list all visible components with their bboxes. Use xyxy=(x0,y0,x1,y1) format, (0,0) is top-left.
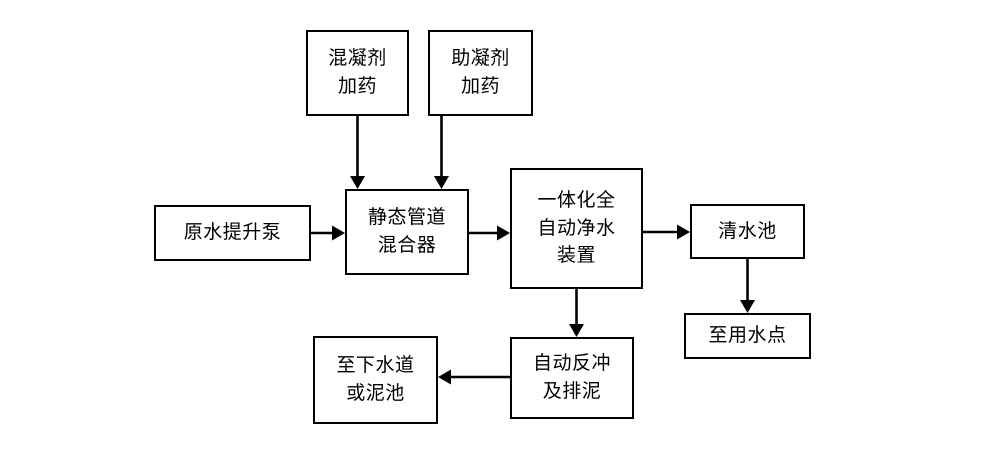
flow-edge-backwash-to-sewer xyxy=(438,369,510,385)
arrowhead-icon xyxy=(434,176,449,189)
arrowhead-icon xyxy=(569,324,584,337)
arrowhead-icon xyxy=(438,369,451,385)
flow-node-coagulant-dosing: 混凝剂加药 xyxy=(306,30,409,116)
arrowhead-icon xyxy=(497,225,510,241)
flow-node-label: 混凝剂 xyxy=(328,47,387,70)
arrowhead-icon xyxy=(332,225,345,241)
flow-node-auto-backwash-sludge-discharge: 自动反冲及排泥 xyxy=(510,337,634,419)
flow-edge-purifier-to-clean-water-tank xyxy=(643,224,690,240)
arrowhead-icon xyxy=(740,300,755,313)
flow-node-label: 至下水道 xyxy=(336,354,415,377)
flow-node-static-pipe-mixer: 静态管道混合器 xyxy=(345,189,469,275)
flow-node-label: 原水提升泵 xyxy=(183,221,282,244)
flow-node-label: 清水池 xyxy=(718,219,777,242)
flow-node-raw-water-lift-pump: 原水提升泵 xyxy=(154,205,311,261)
flow-edge-purifier-to-backwash xyxy=(569,289,584,337)
flow-node-label: 或泥池 xyxy=(346,382,405,404)
flow-edge-pump-to-mixer xyxy=(311,225,345,241)
flow-node-label: 加药 xyxy=(460,75,500,97)
flow-node-label: 一体化全 xyxy=(537,189,616,212)
flow-node-label: 混合器 xyxy=(377,234,437,256)
flow-node-to-sewer-or-sludge-pond: 至下水道或泥池 xyxy=(313,336,438,424)
flow-node-label: 助凝剂 xyxy=(451,47,510,70)
flow-edge-flocculant-to-mixer xyxy=(434,116,449,189)
arrowhead-icon xyxy=(350,176,365,189)
flow-node-label: 静态管道 xyxy=(367,206,446,229)
flow-edge-coagulant-to-mixer xyxy=(350,116,365,189)
flow-node-label: 自动净水 xyxy=(537,216,616,239)
flow-node-label: 装置 xyxy=(556,244,596,267)
flow-node-label: 至用水点 xyxy=(708,324,787,347)
flow-node-clean-water-tank: 清水池 xyxy=(690,204,805,259)
flow-node-integrated-auto-water-purifier: 一体化全自动净水装置 xyxy=(510,168,643,289)
flow-node-label: 加药 xyxy=(337,75,377,97)
flow-node-to-water-use-point: 至用水点 xyxy=(684,313,811,359)
flow-node-label: 自动反冲 xyxy=(532,352,611,375)
flow-edge-clean-water-tank-to-use-point xyxy=(740,259,755,313)
flow-edge-mixer-to-purifier xyxy=(469,225,510,241)
flow-node-flocculant-aid-dosing: 助凝剂加药 xyxy=(428,30,533,116)
flow-node-label: 及排泥 xyxy=(542,380,602,402)
arrowhead-icon xyxy=(677,224,690,240)
